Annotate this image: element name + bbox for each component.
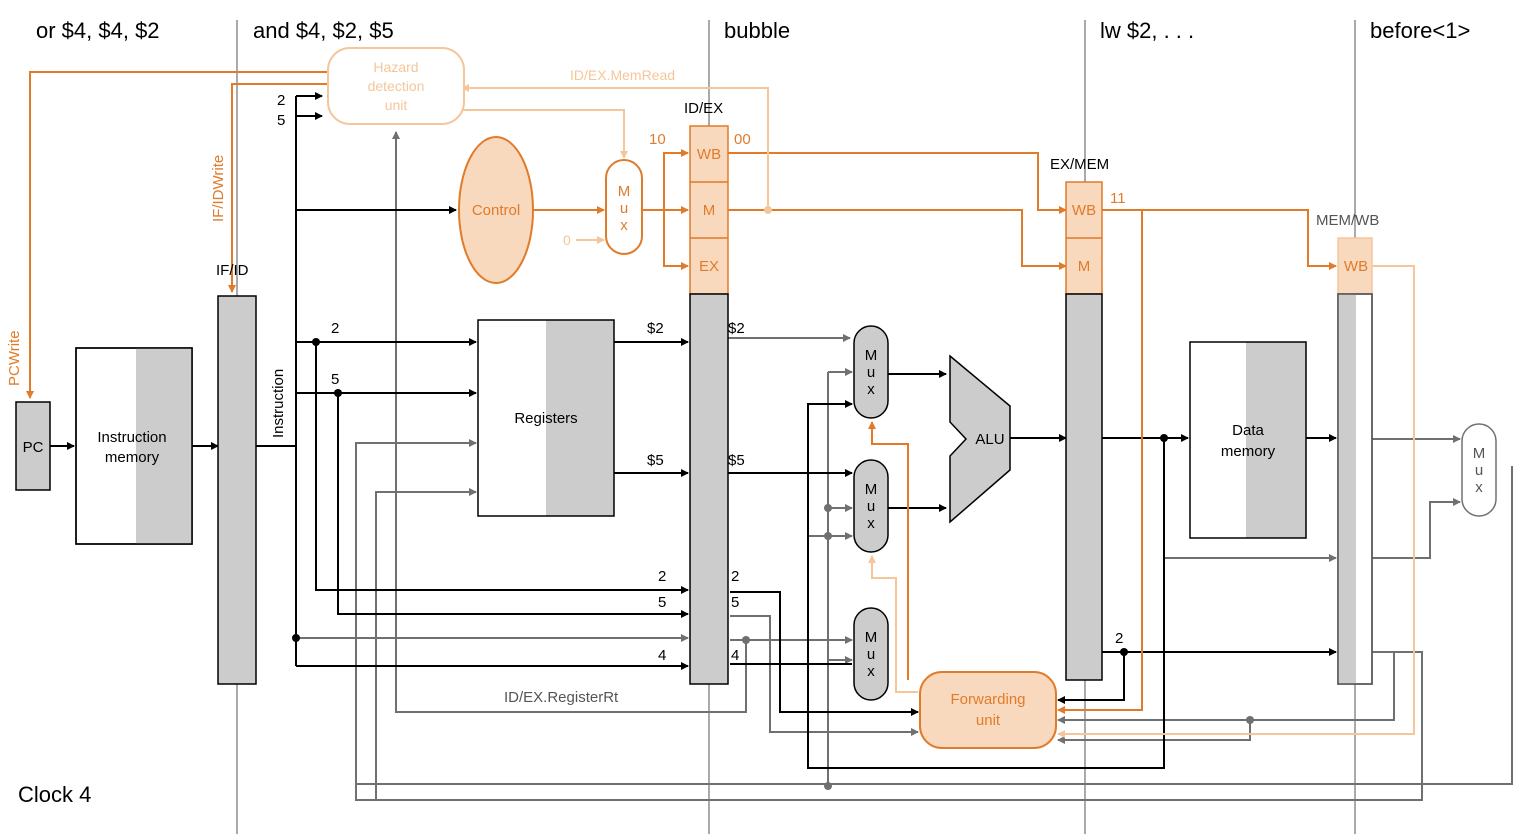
- registers-label: Registers: [514, 410, 577, 427]
- id-ex-label: ID/EX: [684, 100, 723, 117]
- control-label: Control: [472, 202, 520, 219]
- ifidwrite-label: IF/IDWrite: [210, 155, 227, 222]
- hazard-label-3: unit: [385, 97, 408, 113]
- pc-register: [15, 401, 51, 491]
- regdst-mux: [853, 607, 889, 701]
- mux-zero-input: 0: [563, 232, 571, 248]
- read-reg2-number: 5: [331, 371, 339, 388]
- forward-mux-b-u: u: [867, 498, 875, 515]
- forward-mux-a: [853, 325, 889, 419]
- data-mem-label-1: Data: [1232, 422, 1264, 439]
- control-mux-x: x: [620, 217, 628, 234]
- instruction-memory: [75, 347, 193, 545]
- hazard-rs-value: 2: [277, 92, 285, 109]
- ctrl-value-11: 11: [1110, 190, 1126, 207]
- forward-mux-b: [853, 459, 889, 553]
- ex-mem-m-field: M: [1078, 258, 1091, 275]
- read-data2-in: $5: [647, 452, 664, 469]
- read-data1-out: $2: [728, 320, 745, 337]
- pcwrite-label: PCWrite: [6, 330, 23, 386]
- idex-memread-label: ID/EX.MemRead: [570, 67, 675, 83]
- clock-label: Clock 4: [18, 782, 91, 807]
- data-mem-label-2: memory: [1221, 443, 1276, 460]
- alu-label: ALU: [975, 431, 1004, 448]
- writeback-mux: [1461, 423, 1497, 517]
- regdst-mux-m: M: [865, 629, 878, 646]
- instr-mem-label-1: Instruction: [97, 429, 166, 446]
- mem-wb-wb-field: WB: [1344, 258, 1368, 275]
- control-mux-m: M: [618, 183, 631, 200]
- hazard-label-2: detection: [368, 78, 425, 94]
- idex-registerrt-label: ID/EX.RegisterRt: [504, 689, 619, 706]
- ex-mem-wb-field: WB: [1072, 202, 1096, 219]
- instruction-label: Instruction: [270, 369, 287, 438]
- read-data2-out: $5: [728, 452, 745, 469]
- stage-label-mem: lw $2, . . .: [1100, 18, 1194, 43]
- ex-mem-register: [1065, 293, 1103, 681]
- forwarding-label-1: Forwarding: [950, 691, 1025, 708]
- rs-in: 2: [658, 568, 666, 585]
- memread-tap-dot: [764, 206, 772, 214]
- pc-label: PC: [23, 439, 44, 456]
- stage-label-if: or $4, $4, $2: [36, 18, 160, 43]
- forward-mux-b-x: x: [867, 515, 875, 532]
- stage-label-ex: bubble: [724, 18, 790, 43]
- id-ex-m-field: M: [703, 202, 716, 219]
- gray-wire-dots: [742, 504, 1254, 790]
- rd-in: 4: [658, 647, 666, 664]
- hazard-detection-unit: [327, 47, 465, 125]
- forward-mux-b-m: M: [865, 481, 878, 498]
- read-reg1-number: 2: [331, 320, 339, 337]
- ctrl-value-00: 00: [734, 131, 751, 148]
- regdst-mux-u: u: [867, 646, 875, 663]
- stage-label-id: and $4, $2, $5: [253, 18, 394, 43]
- ctrl-value-10: 10: [649, 131, 666, 148]
- mem-wb-control-fields: [1337, 237, 1373, 295]
- if-id-register: [217, 295, 257, 685]
- rd-out: 4: [731, 647, 739, 664]
- forward-mux-a-u: u: [867, 364, 875, 381]
- writeback-mux-x: x: [1475, 479, 1483, 496]
- control-unit: [458, 136, 534, 284]
- forward-mux-a-x: x: [867, 381, 875, 398]
- id-ex-ex-field: EX: [699, 258, 719, 275]
- read-data1-in: $2: [647, 320, 664, 337]
- orange-wires: [26, 71, 1337, 714]
- black-wires: [50, 92, 1337, 769]
- rt-in: 5: [658, 594, 666, 611]
- writeback-mux-u: u: [1475, 462, 1483, 479]
- writeback-mux-m: M: [1473, 445, 1486, 462]
- ex-mem-label: EX/MEM: [1050, 156, 1109, 173]
- mem-wb-label: MEM/WB: [1316, 212, 1379, 229]
- id-ex-wb-field: WB: [697, 146, 721, 163]
- forwarding-unit: [919, 671, 1057, 749]
- light-orange-wires: [461, 84, 1415, 738]
- regdst-mux-x: x: [867, 663, 875, 680]
- if-id-label: IF/ID: [216, 262, 249, 279]
- hazard-rt-value: 5: [277, 112, 285, 129]
- rt-out: 5: [731, 594, 739, 611]
- stage-label-wb: before<1>: [1370, 18, 1470, 43]
- hazard-label-1: Hazard: [373, 59, 418, 75]
- control-mux-u: u: [620, 200, 628, 217]
- instr-mem-label-2: memory: [105, 449, 160, 466]
- control-mux: [605, 159, 643, 255]
- id-ex-register: [689, 293, 729, 685]
- rs-out: 2: [731, 568, 739, 585]
- data-memory: [1189, 341, 1307, 539]
- register-file: [477, 319, 615, 517]
- forward-mux-a-m: M: [865, 347, 878, 364]
- black-wire-dots: [292, 338, 1168, 656]
- forwarding-label-2: unit: [976, 712, 1001, 729]
- alu: [949, 354, 1011, 524]
- ex-mem-rd-value: 2: [1115, 630, 1123, 647]
